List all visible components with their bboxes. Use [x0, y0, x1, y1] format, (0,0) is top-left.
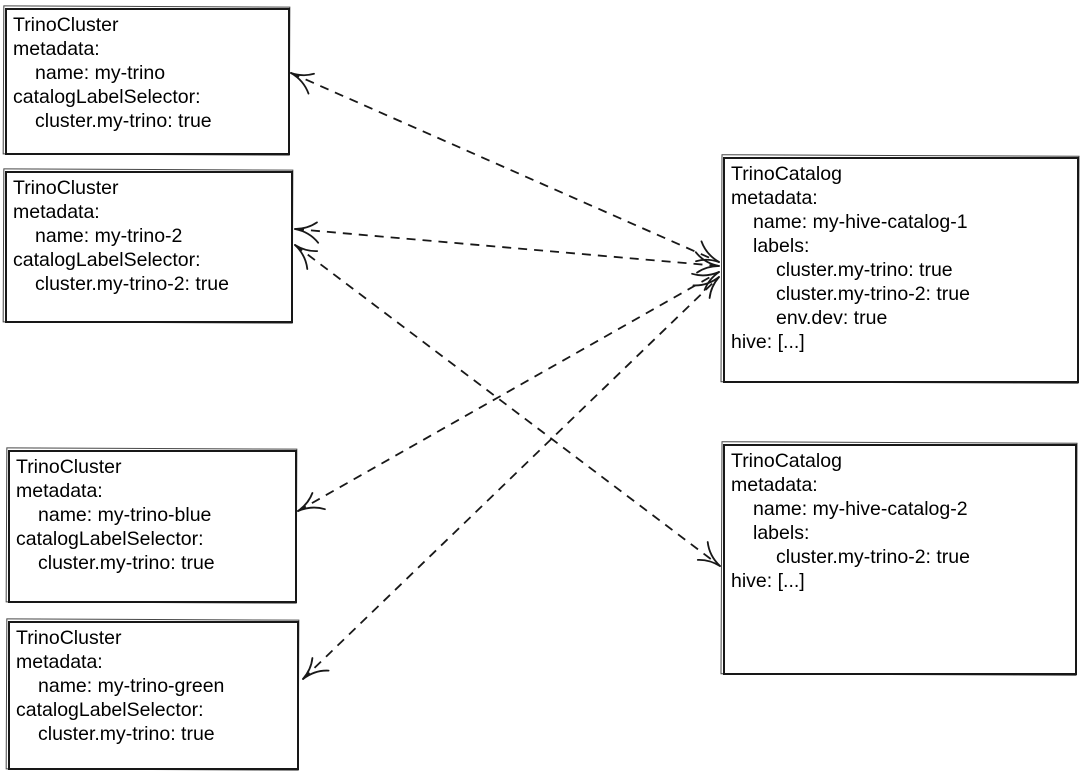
yaml-line: hive: [...] [731, 331, 805, 353]
yaml-line: cluster.my-trino: true [35, 110, 212, 132]
yaml-line: name: my-trino-2 [35, 225, 183, 247]
edge-cluster1-catalog1-arrowhead [290, 72, 310, 95]
node-trino-cluster-my-trino-2: TrinoCluster metadata: name: my-trino-2 … [5, 171, 293, 323]
edge-cluster3-catalog1-arrowhead [691, 271, 720, 277]
edge-cluster2-catalog1-arrowhead [294, 228, 320, 244]
edge-cluster4-catalog1-arrowhead [302, 669, 330, 680]
edge-cluster1-catalog1-arrowhead [700, 240, 720, 263]
edge-cluster2-catalog2-arrowhead [294, 244, 319, 253]
yaml-line: name: my-hive-catalog-1 [753, 211, 968, 233]
yaml-line: name: my-trino [35, 62, 166, 84]
edge-cluster3-catalog1-arrowhead [297, 492, 314, 512]
yaml-line: TrinoCluster [16, 456, 122, 478]
yaml-line: labels: [753, 522, 810, 544]
yaml-line: labels: [753, 235, 810, 257]
yaml-line: metadata: [16, 480, 103, 502]
yaml-line: cluster.my-trino: true [38, 552, 215, 574]
edge-cluster2-catalog2 [294, 244, 721, 567]
node-trino-cluster-my-trino: TrinoCluster metadata: name: my-trino ca… [5, 8, 290, 155]
edge-cluster2-catalog2-arrowhead [696, 558, 721, 567]
edge-cluster4-catalog1 [302, 276, 720, 680]
edge-cluster3-catalog1 [297, 271, 720, 512]
edge-cluster1-catalog1-arrowhead [695, 258, 720, 263]
edge-cluster2-catalog2-arrowhead [706, 541, 721, 567]
edge-cluster3-catalog1-arrowhead [703, 271, 720, 291]
edge-cluster2-catalog1-arrowhead [294, 221, 318, 230]
edge-cluster2-catalog1-arrowhead [696, 265, 720, 274]
node-trino-catalog-my-hive-catalog-1: TrinoCatalog metadata: name: my-hive-cat… [723, 157, 1079, 383]
node-trino-cluster-my-trino-green: TrinoCluster metadata: name: my-trino-gr… [8, 621, 299, 770]
edge-cluster2-catalog1-arrowhead [694, 251, 720, 267]
yaml-line: name: my-trino-green [38, 675, 225, 697]
yaml-line: metadata: [13, 38, 100, 60]
yaml-line: cluster.my-trino-2: true [776, 546, 970, 568]
yaml-line: cluster.my-trino-2: true [35, 273, 229, 295]
yaml-line: metadata: [13, 201, 100, 223]
edge-cluster4-catalog1-arrowhead [692, 276, 720, 287]
edge-cluster3-catalog1-arrowhead [297, 506, 326, 512]
yaml-line: metadata: [731, 187, 818, 209]
yaml-line: catalogLabelSelector: [13, 86, 201, 108]
edge-cluster4-catalog1-arrowhead [302, 657, 314, 680]
edge-cluster2-catalog1 [294, 228, 720, 267]
yaml-line: TrinoCatalog [731, 450, 842, 472]
yaml-line: cluster.my-trino: true [38, 723, 215, 745]
yaml-line: hive: [...] [731, 570, 805, 592]
yaml-line: TrinoCluster [16, 627, 122, 649]
yaml-line: TrinoCatalog [731, 163, 842, 185]
edge-cluster1-catalog1 [290, 72, 720, 263]
yaml-line: name: my-hive-catalog-2 [753, 498, 968, 520]
yaml-line: catalogLabelSelector: [16, 528, 204, 550]
node-trino-cluster-my-trino-blue: TrinoCluster metadata: name: my-trino-bl… [8, 450, 297, 603]
yaml-line: TrinoCluster [13, 14, 119, 36]
yaml-line: name: my-trino-blue [38, 504, 212, 526]
yaml-line: catalogLabelSelector: [13, 249, 201, 271]
yaml-line: env.dev: true [776, 307, 888, 329]
yaml-line: catalogLabelSelector: [16, 699, 204, 721]
node-trino-catalog-my-hive-catalog-2: TrinoCatalog metadata: name: my-hive-cat… [723, 444, 1077, 675]
yaml-line: metadata: [731, 474, 818, 496]
edge-cluster4-catalog1-arrowhead [708, 276, 720, 299]
yaml-line: cluster.my-trino: true [776, 259, 953, 281]
yaml-line: metadata: [16, 651, 103, 673]
edge-cluster1-catalog1-arrowhead [290, 72, 315, 77]
edge-cluster2-catalog2-arrowhead [294, 244, 309, 270]
yaml-line: TrinoCluster [13, 177, 119, 199]
yaml-line: cluster.my-trino-2: true [776, 283, 970, 305]
